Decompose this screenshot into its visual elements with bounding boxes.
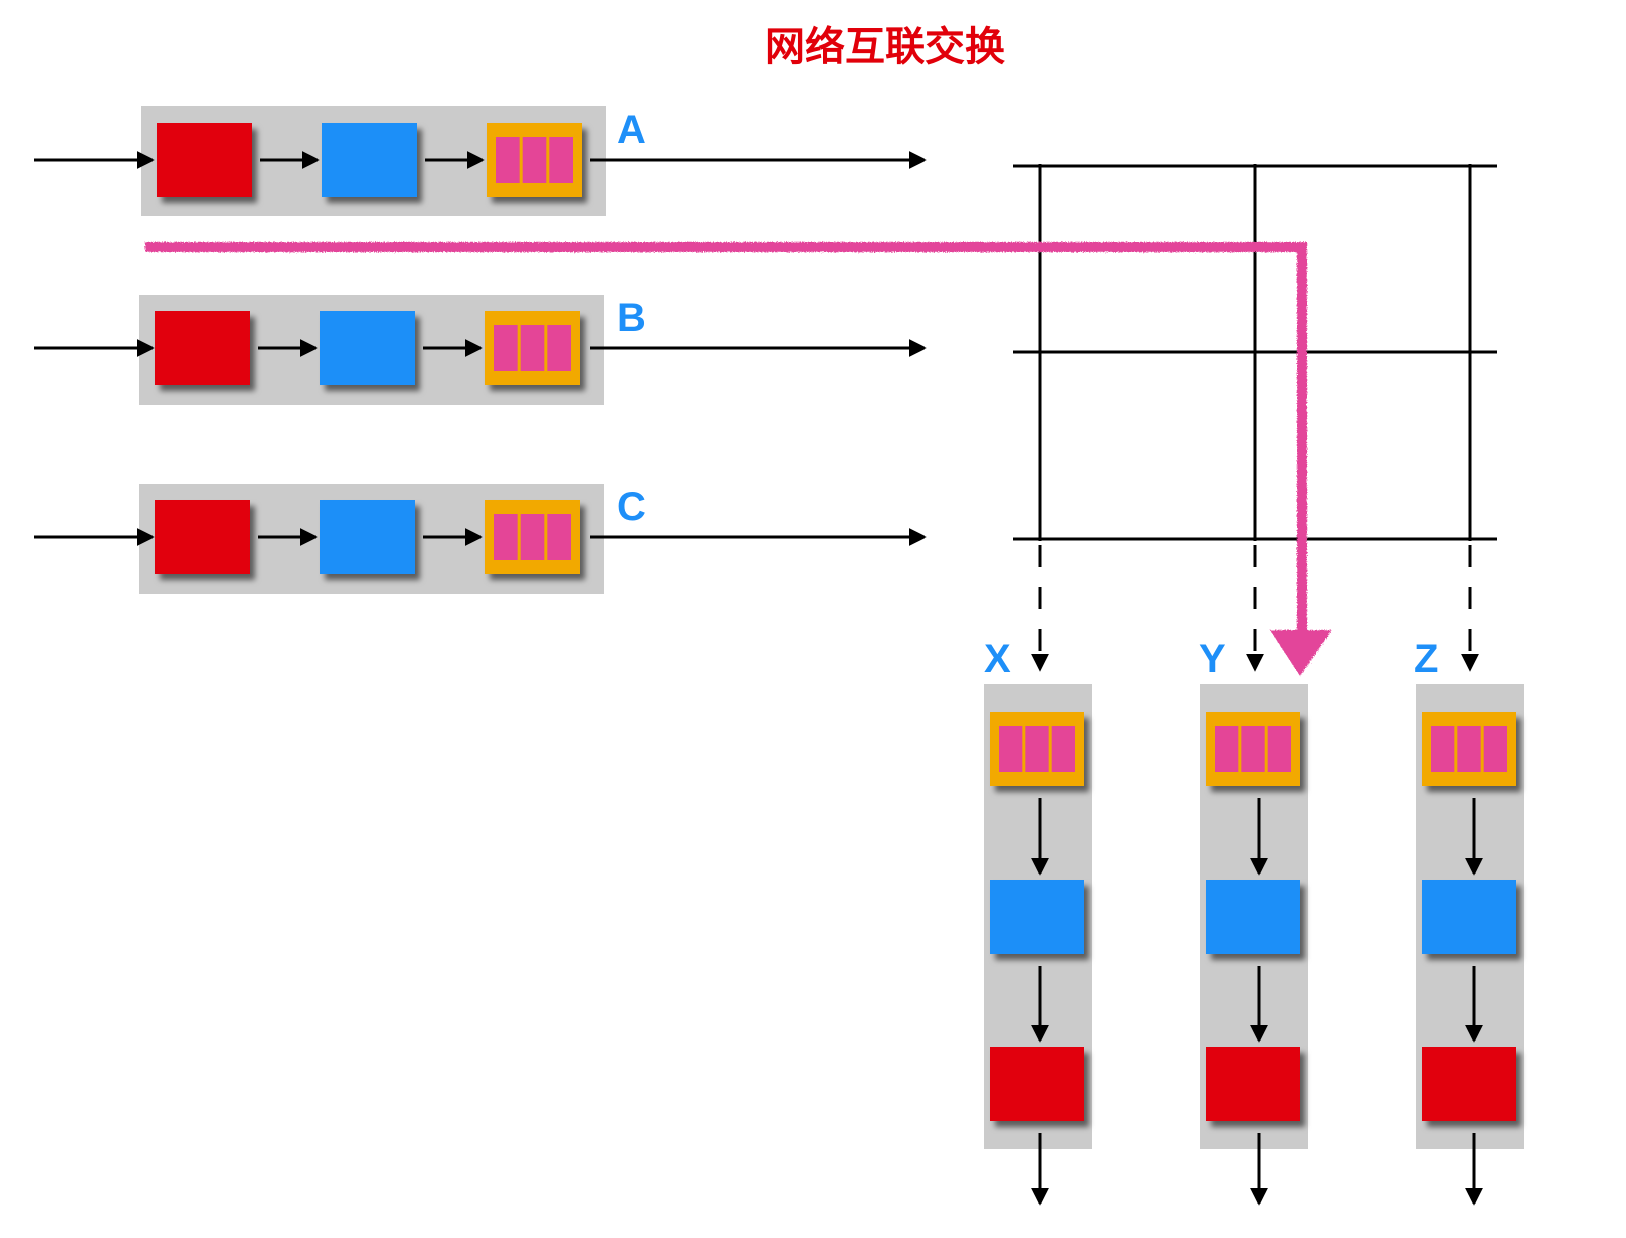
queue-slot: [494, 514, 518, 560]
queue-slot: [1457, 726, 1481, 772]
input-port-label: B: [617, 296, 646, 340]
queue-slot: [547, 325, 571, 371]
input-port-label: A: [617, 108, 646, 152]
queue-block: [485, 311, 580, 385]
queue-slot: [496, 137, 520, 183]
blue-block: [320, 500, 415, 574]
queue-slot: [1241, 726, 1265, 772]
red-block: [1206, 1047, 1300, 1121]
queue-slot: [1483, 726, 1507, 772]
output-port-z: Z: [1414, 637, 1524, 1206]
red-block: [1422, 1047, 1516, 1121]
queue-slot: [522, 137, 547, 183]
queue-block: [485, 500, 580, 574]
crossbar-switch: [1013, 164, 1497, 672]
queue-slot: [1431, 726, 1455, 772]
highlight-path-line: [145, 242, 1307, 640]
queue-slot: [1215, 726, 1239, 772]
red-block: [155, 311, 250, 385]
highlight-arrowhead: [1270, 630, 1332, 676]
blue-block: [322, 123, 417, 197]
red-block: [155, 500, 250, 574]
output-port-label: Z: [1414, 637, 1438, 681]
red-block: [990, 1047, 1084, 1121]
blue-block: [1422, 880, 1516, 954]
queue-slot: [520, 514, 545, 560]
output-ports: X Y Z: [984, 637, 1524, 1206]
diagram-title: 网络互联交换: [765, 24, 1005, 70]
output-port-y: Y: [1199, 637, 1308, 1206]
input-port-c: C: [34, 484, 927, 594]
queue-slot: [999, 726, 1023, 772]
queue-slot: [520, 325, 545, 371]
input-port-b: B: [34, 295, 927, 405]
red-block: [157, 123, 252, 197]
queue-slot: [547, 514, 571, 560]
output-port-label: X: [984, 637, 1011, 681]
highlighted-path: [145, 242, 1332, 676]
queue-block: [1422, 712, 1516, 786]
queue-slot: [1025, 726, 1049, 772]
queue-block: [990, 712, 1084, 786]
blue-block: [320, 311, 415, 385]
input-ports: A B C: [34, 106, 927, 594]
queue-slot: [1267, 726, 1291, 772]
input-port-a: A: [34, 106, 927, 216]
queue-slot: [1051, 726, 1075, 772]
input-port-label: C: [617, 485, 646, 529]
queue-slot: [549, 137, 573, 183]
output-port-x: X: [984, 637, 1092, 1206]
queue-block: [487, 123, 582, 197]
blue-block: [990, 880, 1084, 954]
output-port-label: Y: [1199, 637, 1226, 681]
blue-block: [1206, 880, 1300, 954]
queue-block: [1206, 712, 1300, 786]
queue-slot: [494, 325, 518, 371]
